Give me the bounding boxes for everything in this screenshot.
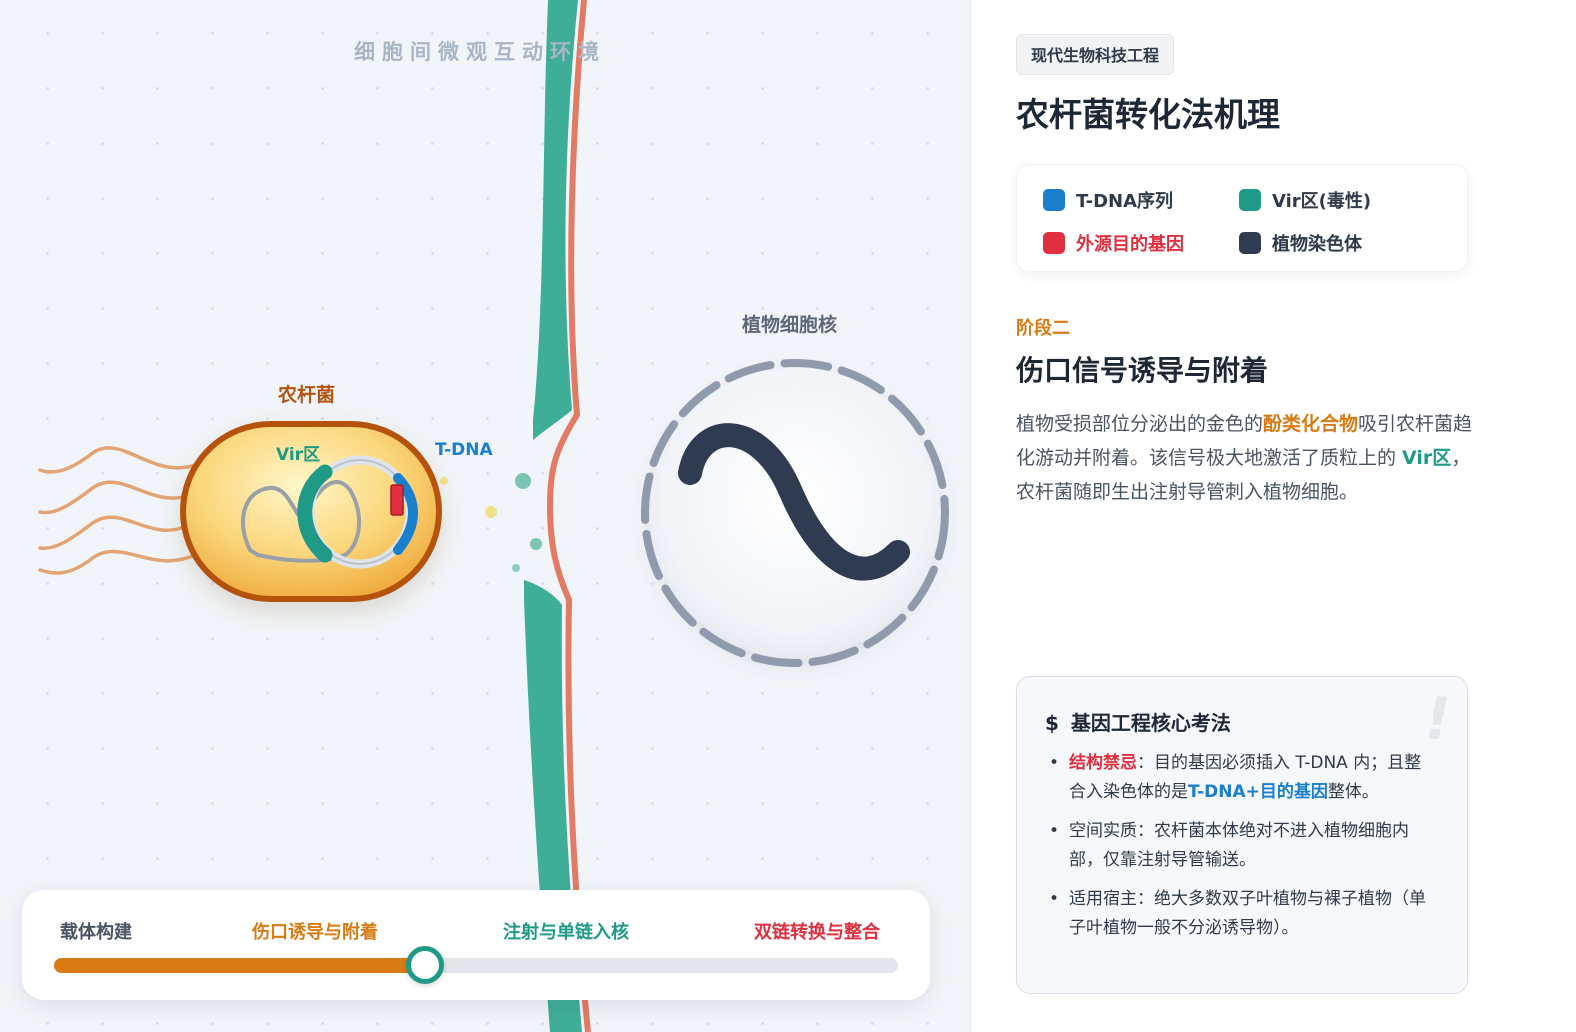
- stage-title: 伤口信号诱导与附着: [1016, 354, 1269, 387]
- legend-swatch: [1239, 232, 1261, 254]
- desc-text: 吸引农杆菌趋化游动并附着。该信号极大地激活了质粒上的: [1016, 413, 1473, 469]
- desc-text: 植物受损部位分泌出的金色的: [1016, 413, 1264, 435]
- desc-text: ，农杆菌随即生出注射导管刺入植物细胞。: [1016, 447, 1471, 503]
- timeline-slider-handle[interactable]: [406, 946, 445, 984]
- nuclear-envelope: [641, 359, 949, 667]
- signal-particle: [440, 477, 448, 485]
- timeline-step-integration[interactable]: 双链转换与整合: [754, 922, 880, 943]
- desc-highlight-phenolic: 酚类化合物: [1263, 413, 1359, 435]
- timeline-step-injection[interactable]: 注射与单链入核: [503, 922, 629, 943]
- stage-description: 植物受损部位分泌出的金色的酚类化合物吸引农杆菌趋化游动并附着。该信号极大地激活了…: [1016, 407, 1476, 509]
- legend-label: 植物染色体: [1272, 234, 1362, 255]
- exam-highlight-tdna: T-DNA+目的基因: [1188, 782, 1328, 802]
- cell-wall-upper: [533, 0, 578, 440]
- tdna-label: T-DNA: [435, 440, 493, 460]
- legend-swatch: [1043, 232, 1065, 254]
- cell-membrane: [546, 0, 591, 1032]
- exam-title-text: 基因工程核心考法: [1070, 711, 1231, 735]
- legend-swatch: [1239, 189, 1261, 211]
- legend-item-foreign-gene: 外源目的基因: [1043, 230, 1184, 256]
- stage-illustration: [38, 0, 949, 1032]
- exam-card-title: $ 基因工程核心考法: [1045, 707, 1231, 736]
- list-item: 结构禁忌：目的基因必须插入 T-DNA 内；且整合入染色体的是T-DNA+目的基…: [1049, 749, 1437, 807]
- desc-highlight-vir: Vir区: [1402, 447, 1452, 469]
- timeline-step-wound-induction[interactable]: 伤口诱导与附着: [252, 922, 378, 943]
- timeline-track[interactable]: [54, 946, 898, 984]
- signal-particle: [512, 564, 520, 572]
- dollar-icon: $: [1045, 711, 1059, 735]
- color-legend: T-DNA序列 Vir区(毒性) 外源目的基因 植物染色体: [1016, 164, 1468, 272]
- nucleus-label: 植物细胞核: [742, 314, 838, 336]
- list-item: 空间实质：农杆菌本体绝对不进入植物细胞内部，仅靠注射导管输送。: [1049, 817, 1437, 875]
- exam-points-card: ! $ 基因工程核心考法 结构禁忌：目的基因必须插入 T-DNA 内；且整合入染色…: [1016, 676, 1468, 994]
- info-panel: 现代生物科技工程 农杆菌转化法机理 T-DNA序列 Vir区(毒性) 外源目的基…: [970, 0, 1576, 1032]
- legend-swatch: [1043, 189, 1065, 211]
- page-title: 农杆菌转化法机理: [1016, 95, 1280, 134]
- stage-number: 阶段二: [1016, 318, 1070, 339]
- exam-text: ：目的基因必须插入 T-DNA 内；且整合入染色体的是: [1069, 753, 1422, 802]
- legend-item-vir: Vir区(毒性): [1239, 187, 1371, 213]
- timeline-step-vector-construction[interactable]: 载体构建: [60, 922, 132, 943]
- legend-item-plant-chromosome: 植物染色体: [1239, 230, 1362, 256]
- exam-points-list: 结构禁忌：目的基因必须插入 T-DNA 内；且整合入染色体的是T-DNA+目的基…: [1049, 749, 1437, 953]
- exam-key-structure: 结构禁忌: [1069, 753, 1137, 773]
- legend-label: T-DNA序列: [1076, 191, 1174, 212]
- exclamation-watermark-icon: !: [1424, 685, 1451, 753]
- environment-title: 细胞间微观互动环境: [354, 40, 606, 64]
- exam-text: 整体。: [1327, 782, 1379, 802]
- agrobacterium-label: 农杆菌: [278, 384, 336, 406]
- vir-region[interactable]: [297, 464, 333, 563]
- interaction-stage: 细胞间微观互动环境 农杆菌 Vir区 T-DNA 植物细胞核 载体构建 伤口诱导…: [0, 0, 970, 1032]
- signal-particle: [485, 506, 497, 518]
- category-tag: 现代生物科技工程: [1016, 34, 1175, 75]
- tdna-segment[interactable]: [393, 473, 418, 555]
- vir-region-label: Vir区: [276, 445, 321, 465]
- stage-timeline: 载体构建 伤口诱导与附着 注射与单链入核 双链转换与整合: [22, 890, 930, 1000]
- signal-particle: [515, 473, 531, 489]
- legend-label: 外源目的基因: [1076, 234, 1184, 255]
- legend-item-tdna: T-DNA序列: [1043, 187, 1173, 213]
- signal-particle: [530, 538, 542, 550]
- foreign-gene[interactable]: [390, 484, 404, 516]
- legend-label: Vir区(毒性): [1272, 191, 1372, 212]
- plant-chromosome: [678, 423, 910, 581]
- flagella: [38, 446, 197, 575]
- timeline-progress-fill: [54, 958, 426, 973]
- list-item: 适用宿主：绝大多数双子叶植物与裸子植物（单子叶植物一般不分泌诱导物）。: [1049, 885, 1437, 943]
